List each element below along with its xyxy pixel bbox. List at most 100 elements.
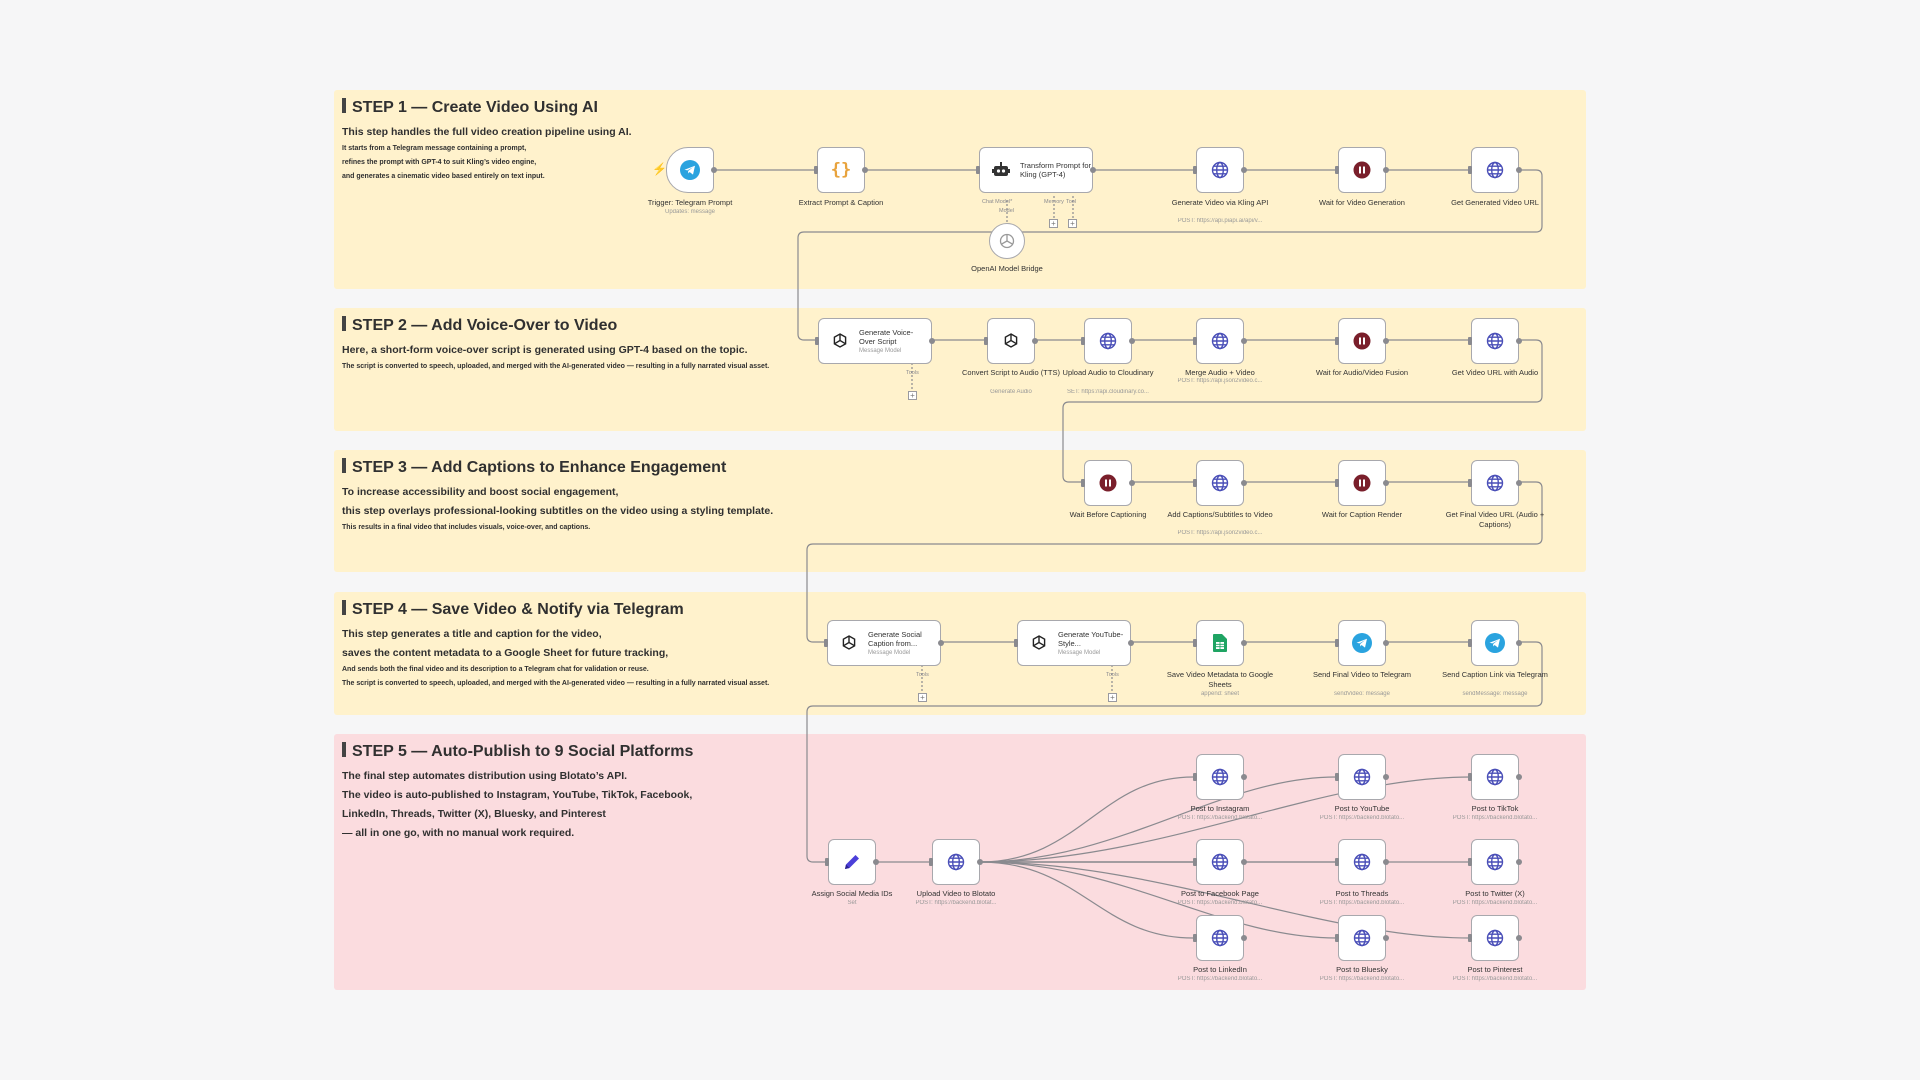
node-label: Post to Bluesky <box>1336 965 1388 974</box>
connection-wire <box>979 861 1471 939</box>
node-get-final-url[interactable] <box>1468 460 1522 506</box>
node-post-bluesky[interactable] <box>1335 915 1389 961</box>
node-send-video-tg[interactable] <box>1335 620 1389 666</box>
node-label: Assign Social Media IDs <box>811 889 893 898</box>
node-label: Wait for Caption Render <box>1321 510 1403 519</box>
sticky-text: — all in one go, with no manual work req… <box>342 827 575 839</box>
connection-wire <box>979 776 1337 863</box>
sticky-title: STEP 3 — Add Captions to Enhance Engagem… <box>342 458 726 477</box>
node-title: Generate Social Caption from... <box>868 630 922 648</box>
node-wait-gen[interactable] <box>1335 147 1389 193</box>
sticky-text: Here, a short-form voice-over script is … <box>342 344 748 356</box>
node-upload-blotato[interactable] <box>929 839 983 885</box>
pause-icon <box>1351 472 1373 494</box>
node-subtitle: POST: https://api.piapi.ai/api/v... <box>1177 218 1263 224</box>
node-transform-prompt[interactable]: Transform Prompt for Kling (GPT-4) <box>976 147 1096 193</box>
node-post-threads[interactable] <box>1335 839 1389 885</box>
sticky-text: saves the content metadata to a Google S… <box>342 647 669 659</box>
sticky-text: LinkedIn, Threads, Twitter (X), Bluesky,… <box>342 808 606 820</box>
node-subtitle: Message Model <box>1058 650 1101 656</box>
sticky-text: refines the prompt with GPT-4 to suit Kl… <box>342 159 537 166</box>
node-send-link-tg[interactable] <box>1468 620 1522 666</box>
sheets-icon <box>1209 632 1231 654</box>
node-get-av-url[interactable] <box>1468 318 1522 364</box>
globe-icon <box>1484 330 1506 352</box>
node-subtitle: POST: https://backend.blotato... <box>1177 976 1263 982</box>
globe-icon <box>1351 766 1373 788</box>
sticky-text: And sends both the final video and its d… <box>342 666 649 673</box>
sticky-title: STEP 5 — Auto-Publish to 9 Social Platfo… <box>342 742 693 761</box>
node-post-tiktok[interactable] <box>1468 754 1522 800</box>
node-merge-av[interactable] <box>1193 318 1247 364</box>
add-memory-button[interactable]: + <box>1049 219 1058 228</box>
node-subtitle: Updates: message <box>664 209 716 215</box>
sticky-text: This results in a final video that inclu… <box>342 524 591 531</box>
node-post-facebook[interactable] <box>1193 839 1247 885</box>
node-openai-bridge[interactable] <box>989 223 1025 259</box>
add-tool-button[interactable]: + <box>908 391 917 400</box>
sticky-text: This step generates a title and caption … <box>342 628 602 640</box>
node-subtitle: POST: https://backend.blotato... <box>1452 815 1538 821</box>
node-add-captions[interactable] <box>1193 460 1247 506</box>
node-subtitle: POST: https://backend.blotato... <box>1177 815 1263 821</box>
globe-icon <box>945 851 967 873</box>
node-assign-ids[interactable] <box>825 839 879 885</box>
node-post-linkedin[interactable] <box>1193 915 1247 961</box>
node-upload-audio[interactable] <box>1081 318 1135 364</box>
node-gen-voice[interactable]: Generate Voice-Over Script Message Model <box>815 318 935 364</box>
node-subtitle: POST: https://backend.blotat... <box>915 900 997 906</box>
node-gen-social[interactable]: Generate Social Caption from... Message … <box>824 620 944 666</box>
node-subtitle: POST: https://backend.blotato... <box>1452 976 1538 982</box>
node-post-youtube[interactable] <box>1335 754 1389 800</box>
globe-icon <box>1484 159 1506 181</box>
node-gen-youtube[interactable]: Generate YouTube-Style... Message Model <box>1014 620 1134 666</box>
node-wait-caption[interactable] <box>1081 460 1135 506</box>
node-extract-prompt[interactable]: {} <box>814 147 868 193</box>
add-tool-button[interactable]: + <box>1108 693 1117 702</box>
globe-icon <box>1484 472 1506 494</box>
telegram-icon <box>1351 632 1373 654</box>
pencil-icon <box>841 851 863 873</box>
add-tool-button[interactable]: + <box>918 693 927 702</box>
connection-wire <box>797 169 1543 341</box>
node-label: Upload Audio to Cloudinary <box>1062 368 1154 377</box>
node-wait-render[interactable] <box>1335 460 1389 506</box>
sticky-text: The script is converted to speech, uploa… <box>342 680 770 687</box>
node-label: Merge Audio + Video <box>1185 368 1255 377</box>
node-subtitle: POST: https://api.json2video.c... <box>1177 378 1263 384</box>
node-post-instagram[interactable] <box>1193 754 1247 800</box>
openai-icon <box>838 632 860 654</box>
node-label: Upload Video to Blotato <box>916 889 996 898</box>
node-title: Generate YouTube-Style... <box>1058 630 1124 648</box>
handle-label: Tools <box>916 672 929 678</box>
node-get-gen-url[interactable] <box>1468 147 1522 193</box>
connection-wire <box>1062 339 1543 483</box>
node-tts[interactable] <box>984 318 1038 364</box>
sticky-title: STEP 1 — Create Video Using AI <box>342 98 598 117</box>
node-post-pinterest[interactable] <box>1468 915 1522 961</box>
trigger-bolt-icon: ⚡ <box>652 162 667 176</box>
node-label: Send Caption Link via Telegram <box>1442 670 1548 679</box>
node-label: Get Video URL with Audio <box>1451 368 1539 377</box>
node-label: Post to LinkedIn <box>1193 965 1247 974</box>
node-label: Extract Prompt & Caption <box>798 198 884 207</box>
handle-label: Tool <box>1066 199 1077 205</box>
node-subtitle: Message Model <box>859 348 902 354</box>
robot-icon <box>990 159 1012 181</box>
globe-icon <box>1484 927 1506 949</box>
node-save-sheets[interactable] <box>1193 620 1247 666</box>
sticky-title: STEP 4 — Save Video & Notify via Telegra… <box>342 600 684 619</box>
handle-label: Tools <box>1106 672 1119 678</box>
node-subtitle: Set <box>847 900 857 906</box>
globe-icon <box>1209 927 1231 949</box>
node-wait-av[interactable] <box>1335 318 1389 364</box>
add-tool-button[interactable]: + <box>1068 219 1077 228</box>
node-gen-kling[interactable] <box>1193 147 1247 193</box>
node-post-twitter[interactable] <box>1468 839 1522 885</box>
globe-icon <box>1209 766 1231 788</box>
sticky-text: this step overlays professional-looking … <box>342 505 774 517</box>
node-label: Post to Facebook Page <box>1181 889 1259 898</box>
node-telegram-trigger[interactable] <box>666 147 717 193</box>
sticky-note-step-4[interactable]: STEP 4 — Save Video & Notify via Telegra… <box>334 592 1586 715</box>
